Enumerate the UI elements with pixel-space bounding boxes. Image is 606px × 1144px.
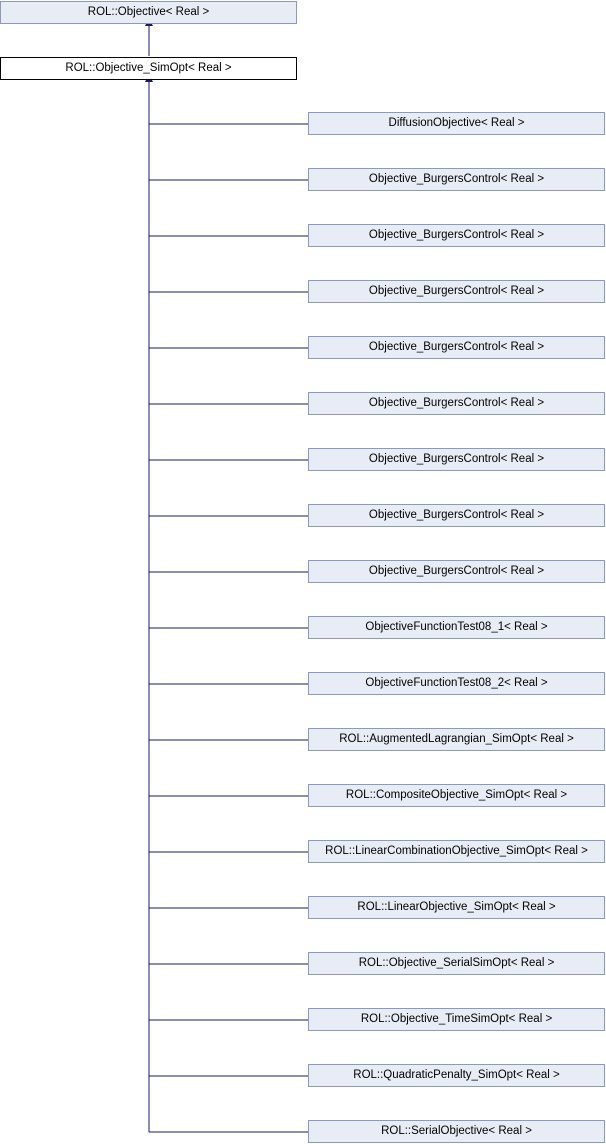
derived-class-label: ROL::QuadraticPenalty_SimOpt< Real > xyxy=(353,1069,560,1081)
derived-class-node[interactable]: ROL::LinearObjective_SimOpt< Real > xyxy=(308,896,605,919)
base-class-node[interactable]: ROL::Objective< Real > xyxy=(0,1,297,24)
base-class-label: ROL::Objective< Real > xyxy=(87,6,210,18)
derived-class-label: Objective_BurgersControl< Real > xyxy=(368,565,545,577)
derived-class-node[interactable]: ROL::Objective_SerialSimOpt< Real > xyxy=(308,952,605,975)
derived-class-label: ObjectiveFunctionTest08_1< Real > xyxy=(365,621,548,633)
derived-class-label: Objective_BurgersControl< Real > xyxy=(368,509,545,521)
derived-class-node[interactable]: ROL::QuadraticPenalty_SimOpt< Real > xyxy=(308,1064,605,1087)
derived-class-node[interactable]: ObjectiveFunctionTest08_2< Real > xyxy=(308,672,605,695)
derived-class-label: Objective_BurgersControl< Real > xyxy=(368,229,545,241)
derived-class-label: ROL::SerialObjective< Real > xyxy=(381,1125,532,1137)
derived-class-label: DiffusionObjective< Real > xyxy=(388,117,525,129)
derived-class-label: ROL::Objective_TimeSimOpt< Real > xyxy=(360,1013,553,1025)
edge-branches xyxy=(149,123,308,1133)
derived-class-label: Objective_BurgersControl< Real > xyxy=(368,173,545,185)
derived-class-node[interactable]: ObjectiveFunctionTest08_1< Real > xyxy=(308,616,605,639)
current-class-node[interactable]: ROL::Objective_SimOpt< Real > xyxy=(0,57,297,80)
derived-class-label: ROL::CompositeObjective_SimOpt< Real > xyxy=(345,789,568,801)
derived-class-label: Objective_BurgersControl< Real > xyxy=(368,341,545,353)
derived-class-label: ROL::LinearObjective_SimOpt< Real > xyxy=(357,901,556,913)
derived-class-label: ObjectiveFunctionTest08_2< Real > xyxy=(365,677,548,689)
derived-class-label: Objective_BurgersControl< Real > xyxy=(368,453,545,465)
derived-class-label: ROL::Objective_SerialSimOpt< Real > xyxy=(358,957,555,969)
derived-class-node[interactable]: ROL::Objective_TimeSimOpt< Real > xyxy=(308,1008,605,1031)
derived-class-node[interactable]: Objective_BurgersControl< Real > xyxy=(308,560,605,583)
derived-class-node[interactable]: Objective_BurgersControl< Real > xyxy=(308,336,605,359)
derived-class-node[interactable]: Objective_BurgersControl< Real > xyxy=(308,392,605,415)
derived-class-node[interactable]: Objective_BurgersControl< Real > xyxy=(308,168,605,191)
derived-class-node[interactable]: Objective_BurgersControl< Real > xyxy=(308,224,605,247)
derived-class-node[interactable]: ROL::AugmentedLagrangian_SimOpt< Real > xyxy=(308,728,605,751)
derived-class-label: ROL::LinearCombinationObjective_SimOpt< … xyxy=(325,845,588,857)
derived-class-node[interactable]: ROL::SerialObjective< Real > xyxy=(308,1120,605,1143)
derived-class-node[interactable]: Objective_BurgersControl< Real > xyxy=(308,280,605,303)
derived-class-node[interactable]: Objective_BurgersControl< Real > xyxy=(308,448,605,471)
current-class-label: ROL::Objective_SimOpt< Real > xyxy=(65,62,232,74)
derived-class-node[interactable]: DiffusionObjective< Real > xyxy=(308,112,605,135)
derived-class-label: ROL::AugmentedLagrangian_SimOpt< Real > xyxy=(339,733,574,745)
derived-class-node[interactable]: Objective_BurgersControl< Real > xyxy=(308,504,605,527)
derived-class-label: Objective_BurgersControl< Real > xyxy=(368,285,545,297)
derived-class-label: Objective_BurgersControl< Real > xyxy=(368,397,545,409)
derived-class-node[interactable]: ROL::CompositeObjective_SimOpt< Real > xyxy=(308,784,605,807)
derived-class-node[interactable]: ROL::LinearCombinationObjective_SimOpt< … xyxy=(308,840,605,863)
